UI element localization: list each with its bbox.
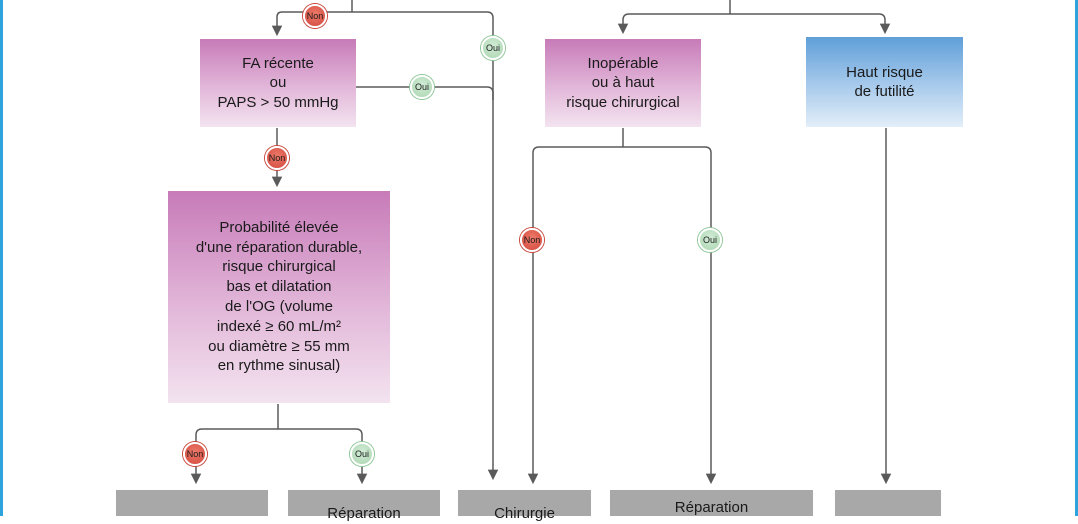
non-badge: Non [520,228,544,252]
oui-badge: Oui [350,442,374,466]
connector-fa-oui [356,86,499,481]
outcome-box-1 [116,490,268,516]
oui-badge: Oui [410,75,434,99]
connector-prob-oui [278,428,368,485]
outcome-box-5 [835,490,941,516]
non-badge: Non [183,442,207,466]
box-fa-recente: FA récente ou PAPS > 50 mmHg [200,39,356,127]
frame-right-border [1075,0,1078,516]
connector-inop-non [527,146,623,485]
outcome-box-reparation-right: Réparation [610,490,813,516]
connector-inop-oui [623,146,717,485]
box-inoperable: Inopérable ou à haut risque chirurgical [545,39,701,127]
connector-to-inoperable [617,13,730,35]
box-probabilite-reparation: Probabilité élevée d'une réparation dura… [168,191,390,403]
box-haut-risque-futilite: Haut risque de futilité [806,37,963,127]
oui-badge: Oui [698,228,722,252]
connector-top-left-oui [352,11,494,100]
connector-to-haut-risque [730,13,891,35]
outcome-box-chirurgie: Chirurgie [458,490,591,522]
non-badge: Non [303,4,327,28]
non-badge: Non [265,146,289,170]
outcome-box-reparation-left: Réparation [288,490,440,522]
oui-badge: Oui [481,36,505,60]
connector-to-fa-recente [271,11,352,37]
frame-left-border [0,0,3,516]
connector-prob-non [190,428,278,485]
